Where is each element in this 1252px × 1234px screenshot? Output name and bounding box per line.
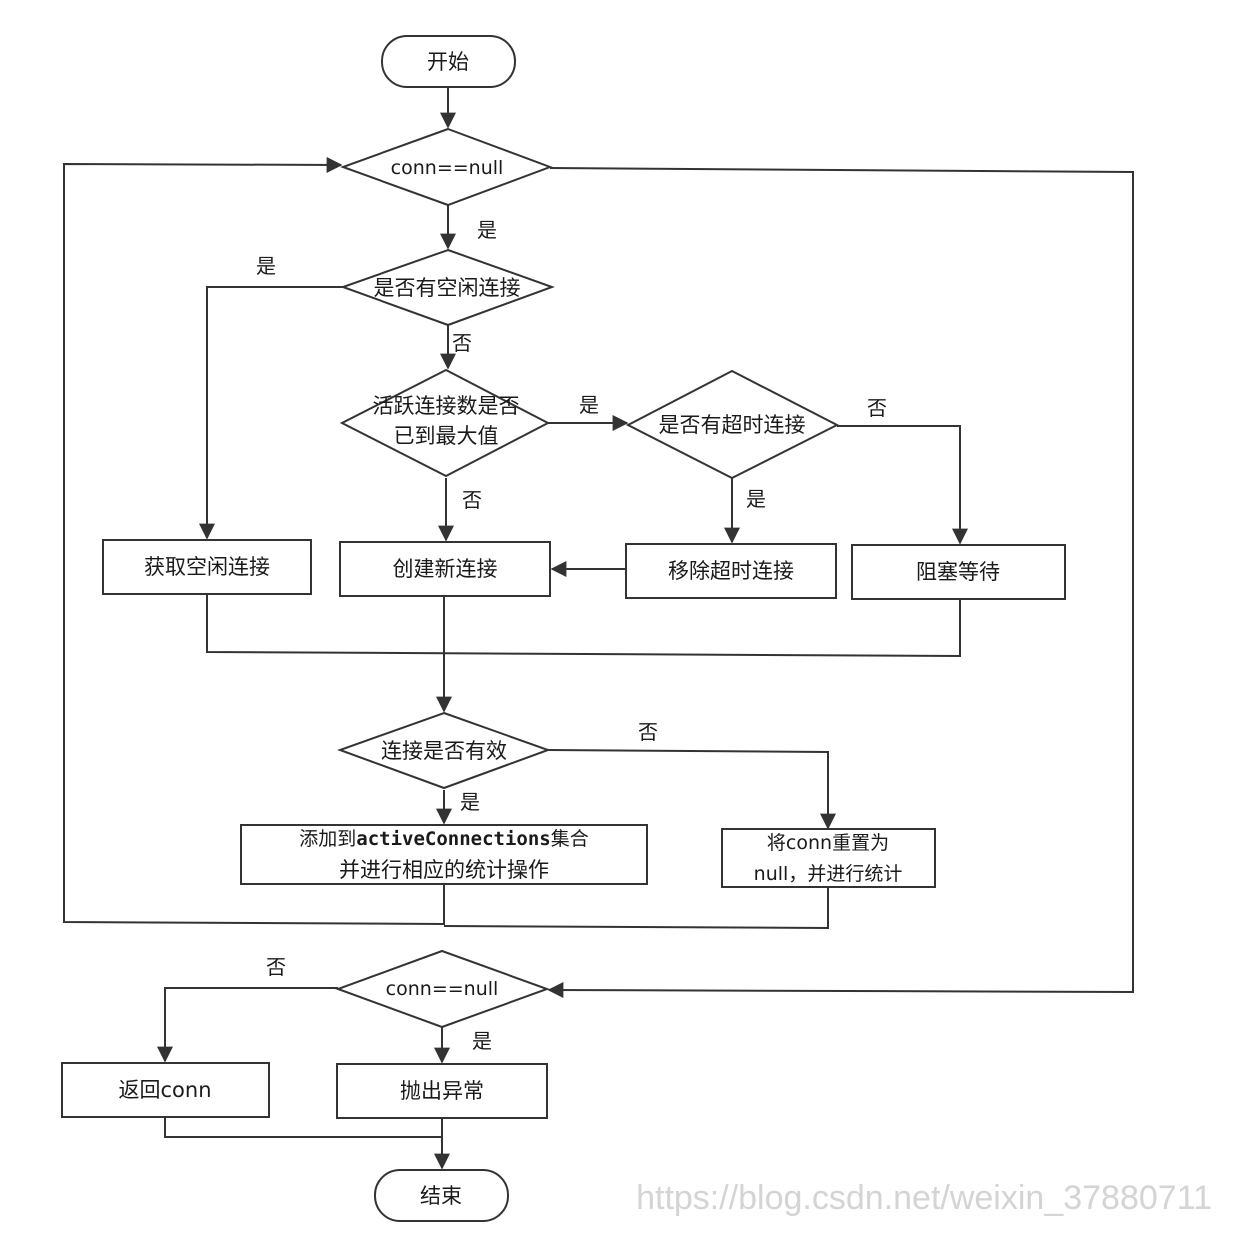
decision-conn-null-2: conn==null (335, 949, 550, 1029)
label-timeout-no: 否 (867, 396, 887, 420)
decision-conn-valid: 连接是否有效 (337, 711, 551, 790)
edge-return-to-end (164, 1117, 442, 1138)
start-label: 开始 (427, 50, 469, 74)
edge-loop-back-to-null1 (63, 156, 445, 926)
label-max-yes: 是 (579, 393, 599, 417)
process-block-wait: 阻塞等待 (851, 544, 1066, 600)
edge-idle-yes-to-get (199, 286, 343, 540)
decision-has-idle-label: 是否有空闲连接 (374, 276, 521, 300)
watermark: https://blog.csdn.net/weixin_37880711 (636, 1179, 1212, 1217)
label-null2-no: 否 (266, 955, 286, 979)
label-idle-no: 否 (452, 331, 472, 355)
process-add-active: 添加到activeConnections集合 并进行相应的统计操作 (240, 824, 648, 885)
add-active-prefix: 添加到 (299, 828, 356, 850)
decision-conn-null-2-label: conn==null (386, 978, 499, 1000)
decision-conn-valid-label: 连接是否有效 (381, 739, 507, 763)
add-active-suffix: 集合 (551, 828, 589, 850)
decision-has-timeout-label: 是否有超时连接 (659, 413, 806, 437)
process-remove-timeout-label: 移除超时连接 (668, 559, 794, 583)
edge-null2-no-to-return (157, 987, 338, 1063)
process-add-active-label-2: 并进行相应的统计操作 (339, 858, 549, 882)
edges (63, 88, 1134, 1170)
process-remove-timeout: 移除超时连接 (625, 543, 837, 599)
label-null2-yes: 是 (472, 1029, 492, 1053)
decision-active-max-label-1: 活跃连接数是否 (373, 394, 520, 418)
process-throw-error: 抛出异常 (336, 1063, 548, 1119)
decision-conn-null-1: conn==null (340, 127, 553, 207)
edge-merge-bar (206, 594, 961, 658)
edge-timeout-no-to-block (837, 425, 968, 545)
label-valid-no: 否 (638, 720, 658, 744)
label-valid-yes: 是 (460, 790, 480, 814)
process-create-new-label: 创建新连接 (393, 557, 498, 581)
start-terminal: 开始 (381, 35, 516, 88)
add-active-code: activeConnections (356, 828, 550, 850)
process-get-idle: 获取空闲连接 (102, 539, 312, 595)
process-return-conn-label: 返回conn (118, 1078, 211, 1102)
decision-has-idle: 是否有空闲连接 (340, 248, 555, 327)
end-terminal: 结束 (374, 1169, 509, 1222)
edge-reset-to-loop (443, 887, 829, 930)
decision-active-max: 活跃连接数是否 已到最大值 (339, 368, 551, 478)
decision-active-max-label-2: 已到最大值 (394, 424, 499, 448)
process-reset-null: 将conn重置为 null，并进行统计 (721, 828, 936, 888)
process-get-idle-label: 获取空闲连接 (144, 555, 270, 579)
decision-conn-null-1-label: conn==null (391, 157, 504, 179)
edge-valid-no-to-reset (547, 749, 836, 830)
edge-labels: 是 是 否 是 否 是 否 否 是 否 是 (256, 218, 887, 1053)
process-add-active-label-1: 添加到activeConnections集合 (299, 828, 589, 850)
label-max-no: 否 (462, 488, 482, 512)
edge-null1-no-to-null2 (547, 167, 1134, 999)
process-reset-null-label-1: 将conn重置为 (767, 832, 889, 854)
decision-has-timeout: 是否有超时连接 (625, 369, 840, 480)
process-create-new: 创建新连接 (339, 541, 551, 597)
process-throw-error-label: 抛出异常 (400, 1079, 484, 1103)
label-idle-yes: 是 (256, 254, 276, 278)
process-block-wait-label: 阻塞等待 (916, 560, 1000, 584)
end-label: 结束 (420, 1184, 462, 1208)
process-reset-null-label-2: null，并进行统计 (754, 863, 903, 885)
label-null1-yes: 是 (477, 218, 497, 242)
label-timeout-yes: 是 (746, 487, 766, 511)
process-return-conn: 返回conn (61, 1062, 270, 1118)
